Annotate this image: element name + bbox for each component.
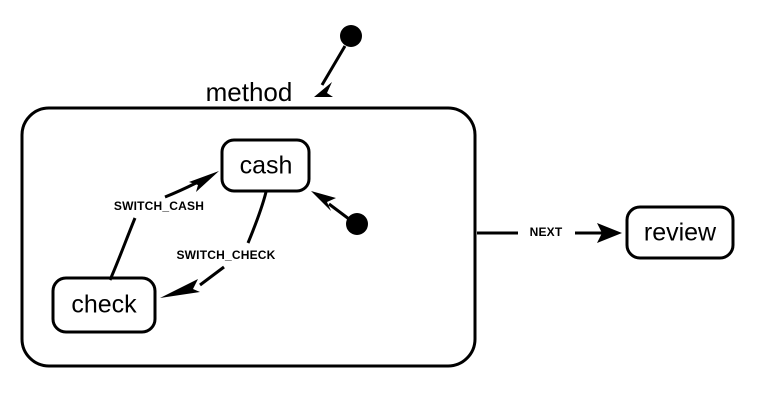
edge-switch-cash-arrowhead (189, 171, 219, 192)
edge-switch-cash-line-upper (164, 181, 197, 199)
edge-switch-cash-label: SWITCH_CASH (114, 199, 204, 213)
initial-marker-method (314, 25, 362, 97)
state-check[interactable]: check (51, 276, 157, 334)
edge-switch-check-label: SWITCH_CHECK (176, 248, 275, 262)
initial-method-connector (320, 45, 347, 86)
edge-switch-check[interactable]: SWITCH_CHECK (160, 191, 276, 298)
state-check-box[interactable] (51, 276, 157, 334)
initial-cash-connector (328, 202, 350, 221)
edge-next-label: NEXT (530, 225, 563, 239)
state-review-box[interactable] (625, 205, 735, 260)
edge-switch-check-arrowhead (160, 279, 200, 298)
state-cash[interactable]: cash (220, 138, 311, 193)
initial-method-arrowhead (314, 82, 333, 97)
state-review-label: review (644, 219, 717, 247)
edge-next[interactable]: NEXT (477, 223, 622, 243)
initial-marker-cash (311, 191, 368, 235)
region-method-label: method (206, 77, 293, 107)
initial-method-dot (340, 25, 362, 47)
initial-cash-dot (346, 213, 368, 235)
initial-cash-arrowhead (311, 191, 336, 211)
state-check-label: check (71, 291, 137, 319)
edge-switch-cash[interactable]: SWITCH_CASH (108, 171, 219, 281)
edge-switch-check-line-upper (246, 191, 268, 244)
edge-switch-check-line-lower (199, 265, 225, 287)
edge-next-arrowhead (597, 223, 622, 243)
state-cash-box[interactable] (220, 138, 311, 193)
state-review[interactable]: review (625, 205, 735, 260)
state-cash-label: cash (240, 152, 293, 180)
edge-switch-cash-line-lower (108, 217, 137, 281)
